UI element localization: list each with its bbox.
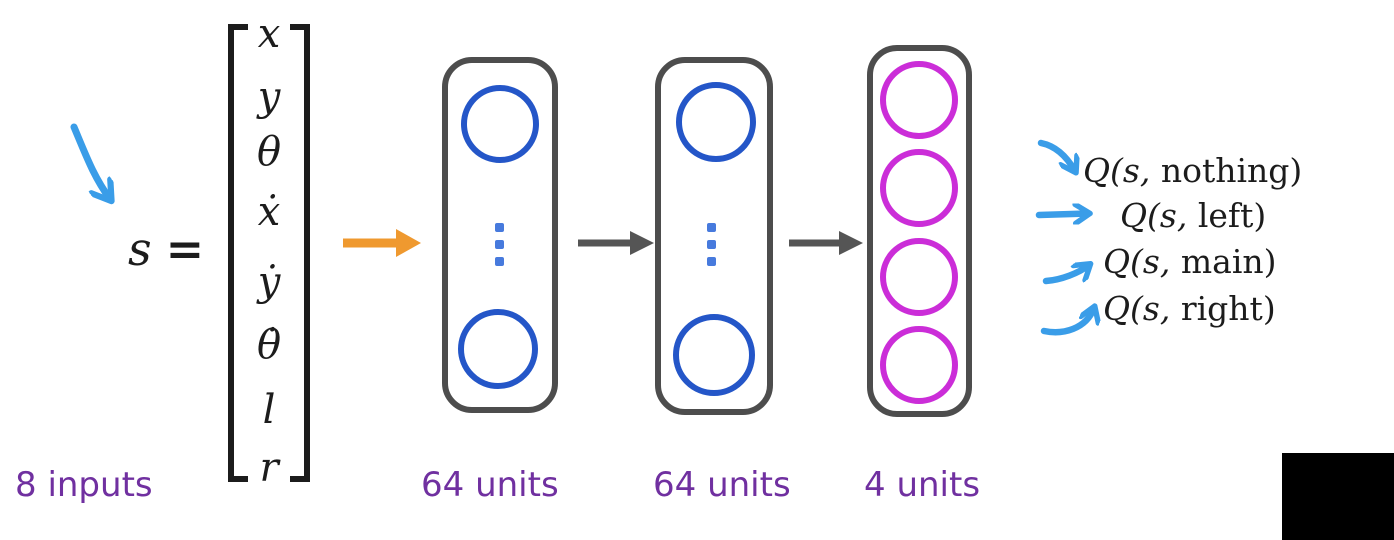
vector-entry-r: r xyxy=(259,445,279,491)
q-arg: right) xyxy=(1170,289,1276,328)
vector-entry-theta: θ xyxy=(256,129,282,175)
layer2-to-output-arrow-icon xyxy=(789,231,863,255)
label-layer2-units: 64 units xyxy=(653,465,791,505)
q-arg: main) xyxy=(1170,242,1277,281)
hidden2-ellipsis-dot xyxy=(707,240,716,249)
q-left-arrow-icon xyxy=(1035,214,1088,216)
q-output-left: Q(s, left) xyxy=(1120,196,1266,235)
hidden1-ellipsis-dot xyxy=(495,223,504,232)
q-fn: Q(s, xyxy=(1103,289,1171,328)
vector-bracket-left xyxy=(228,24,248,482)
hidden-layer-1-box xyxy=(442,57,558,413)
hidden2-node-bottom xyxy=(673,314,755,396)
q-output-right: Q(s, right) xyxy=(1103,289,1276,328)
vector-bracket-right xyxy=(290,24,310,482)
state-equation-lhs: s = xyxy=(128,222,204,276)
label-8-inputs: 8 inputs xyxy=(15,465,153,505)
label-layer1-units: 64 units xyxy=(421,465,559,505)
q-fn: Q(s, xyxy=(1120,196,1188,235)
q-output-nothing: Q(s, nothing) xyxy=(1083,151,1302,190)
hidden1-node-top xyxy=(461,85,539,163)
q-arg: left) xyxy=(1187,196,1267,235)
hidden2-ellipsis-dot xyxy=(707,223,716,232)
q-fn: Q(s, xyxy=(1083,151,1151,190)
q-main-arrow-icon xyxy=(1042,265,1089,285)
q-nothing-arrow-icon xyxy=(1037,139,1075,171)
q-fn: Q(s, xyxy=(1103,242,1171,281)
vector-entry-l: l xyxy=(262,387,276,433)
q-arg: nothing) xyxy=(1150,151,1303,190)
vector-entry-x: x xyxy=(257,11,281,57)
equals-sign: = xyxy=(165,222,205,276)
hidden2-ellipsis-dot xyxy=(707,257,716,266)
state-pointer-arrow-icon xyxy=(70,123,110,199)
q-output-main: Q(s, main) xyxy=(1103,242,1277,281)
hidden1-ellipsis-dot xyxy=(495,257,504,266)
output-node-4 xyxy=(880,326,958,404)
vector-entry-y-dot: ẏ xyxy=(257,259,281,305)
vector-entry-y: y xyxy=(257,74,281,120)
hidden1-node-bottom xyxy=(458,309,538,389)
video-corner-black-block xyxy=(1282,453,1394,540)
state-symbol: s xyxy=(128,222,152,276)
output-node-2 xyxy=(880,149,958,227)
output-layer-box xyxy=(867,45,972,417)
vector-entry-x-dot: ẋ xyxy=(257,189,281,235)
layer1-to-layer2-arrow-icon xyxy=(578,231,654,255)
vector-entry-theta-dot: θ̇ xyxy=(256,322,282,368)
label-output-units: 4 units xyxy=(864,465,981,505)
hidden2-node-top xyxy=(676,82,756,162)
hidden-layer-2-box xyxy=(655,57,773,415)
output-node-1 xyxy=(880,61,958,139)
input-arrow-icon xyxy=(343,229,421,257)
hidden1-ellipsis-dot xyxy=(495,240,504,249)
q-right-arrow-icon xyxy=(1040,308,1094,336)
output-node-3 xyxy=(880,238,958,316)
